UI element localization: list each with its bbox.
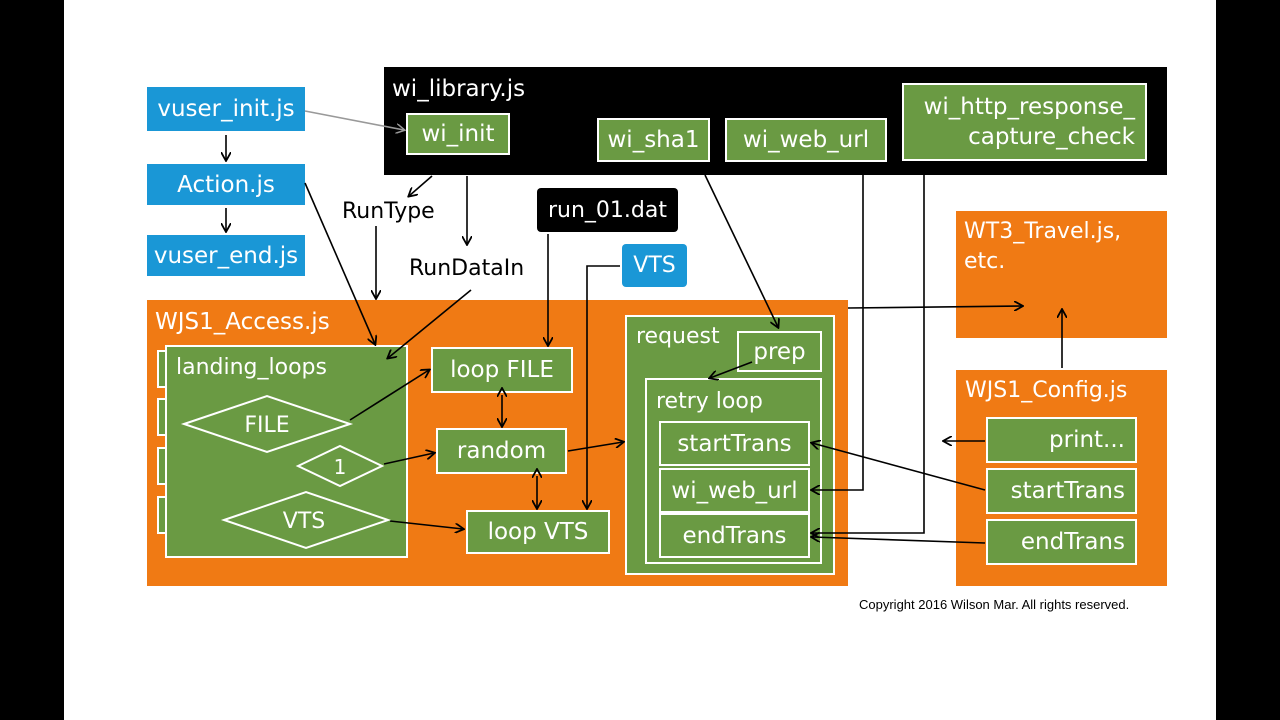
wi-init-label: wi_init	[421, 121, 495, 147]
prep-box: prep	[737, 331, 822, 372]
config-end-trans-box: endTrans	[986, 519, 1137, 565]
arrow-one-to-random	[383, 453, 434, 465]
wi-http-check-box: wi_http_response_ capture_check	[902, 83, 1147, 161]
random-label: random	[456, 438, 547, 464]
wi-http-check-line1: wi_http_response_	[923, 94, 1135, 120]
vts-source-label: VTS	[633, 253, 676, 278]
wi-http-check-line2: capture_check	[968, 124, 1135, 150]
print-label: print...	[1049, 427, 1125, 453]
arrow-access-to-travel	[847, 306, 1022, 308]
vts-source-box: VTS	[622, 244, 687, 287]
arrow-action-to-landing	[304, 182, 375, 344]
arrow-vts-to-loopvts	[587, 265, 620, 508]
access-title: WJS1_Access.js	[155, 309, 330, 335]
arrow-vts-to-loopvts-diamond	[389, 520, 463, 529]
config-start-trans-label: startTrans	[1010, 478, 1125, 504]
arrow-sha1-to-prep	[704, 174, 778, 327]
loop-file-box: loop FILE	[431, 347, 573, 393]
arrow-vuser-init-to-wi-init	[304, 110, 404, 130]
arrow-weburl-to-request	[812, 175, 864, 490]
vuser-init-box: vuser_init.js	[147, 87, 305, 131]
loop-vts-label: loop VTS	[487, 519, 589, 545]
landing-loops-title: landing_loops	[176, 355, 327, 380]
config-start-trans-box: startTrans	[986, 468, 1137, 514]
wi-sha1-box: wi_sha1	[597, 118, 710, 162]
arrow-config-start-to-start	[812, 443, 986, 491]
diamond-file-label: FILE	[244, 413, 289, 438]
copyright: Copyright 2016 Wilson Mar. All rights re…	[859, 597, 1130, 612]
travel-line2: etc.	[964, 249, 1006, 274]
start-trans-box: startTrans	[659, 421, 810, 466]
wi-init-box: wi_init	[406, 113, 510, 155]
wi-library-title: wi_library.js	[392, 76, 526, 102]
config-title: WJS1_Config.js	[965, 378, 1128, 403]
loop-vts-box: loop VTS	[466, 510, 610, 554]
start-trans-label: startTrans	[677, 430, 792, 457]
vuser-end-label: vuser_end.js	[153, 242, 299, 269]
run-file-box: run_01.dat	[537, 188, 678, 232]
arrow-random-to-request	[567, 442, 623, 452]
arrow-prep-to-retry	[710, 361, 753, 378]
request-title: request	[636, 324, 720, 349]
wi-web-url-lib-label: wi_web_url	[742, 127, 870, 153]
travel-line1: WT3_Travel.js,	[964, 219, 1122, 244]
wi-web-url-lib-box: wi_web_url	[725, 118, 887, 162]
run-type-label: RunType	[342, 199, 435, 224]
action-label: Action.js	[177, 171, 275, 198]
random-box: random	[436, 428, 567, 474]
wi-sha1-label: wi_sha1	[607, 127, 700, 153]
prep-label: prep	[753, 338, 806, 365]
vuser-init-label: vuser_init.js	[157, 96, 295, 122]
arrow-rundatain-to-landing	[388, 289, 472, 358]
loop-file-label: loop FILE	[450, 357, 554, 383]
retry-loop-title: retry loop	[656, 389, 763, 414]
print-box: print...	[986, 417, 1137, 463]
wi-web-url-label: wi_web_url	[671, 477, 798, 504]
arrow-file-to-loopfile	[349, 370, 429, 421]
diamond-vts-label: VTS	[283, 509, 325, 534]
action-box: Action.js	[147, 164, 305, 205]
diamond-one-label: 1	[334, 455, 347, 479]
config-end-trans-label: endTrans	[1020, 529, 1125, 555]
arrow-httpcheck-to-endtrans	[812, 175, 925, 533]
diamond-vts	[220, 490, 392, 550]
arrow-wi-init-to-runtype	[409, 175, 433, 196]
vuser-end-box: vuser_end.js	[147, 235, 305, 276]
diamond-one	[295, 444, 385, 488]
diamond-file	[180, 394, 354, 454]
wi-web-url-box: wi_web_url	[659, 468, 810, 513]
end-trans-box: endTrans	[659, 513, 810, 558]
run-file-label: run_01.dat	[548, 197, 667, 223]
arrow-config-end-to-end	[812, 537, 986, 544]
run-data-in-label: RunDataIn	[409, 256, 525, 281]
end-trans-label: endTrans	[682, 522, 787, 549]
